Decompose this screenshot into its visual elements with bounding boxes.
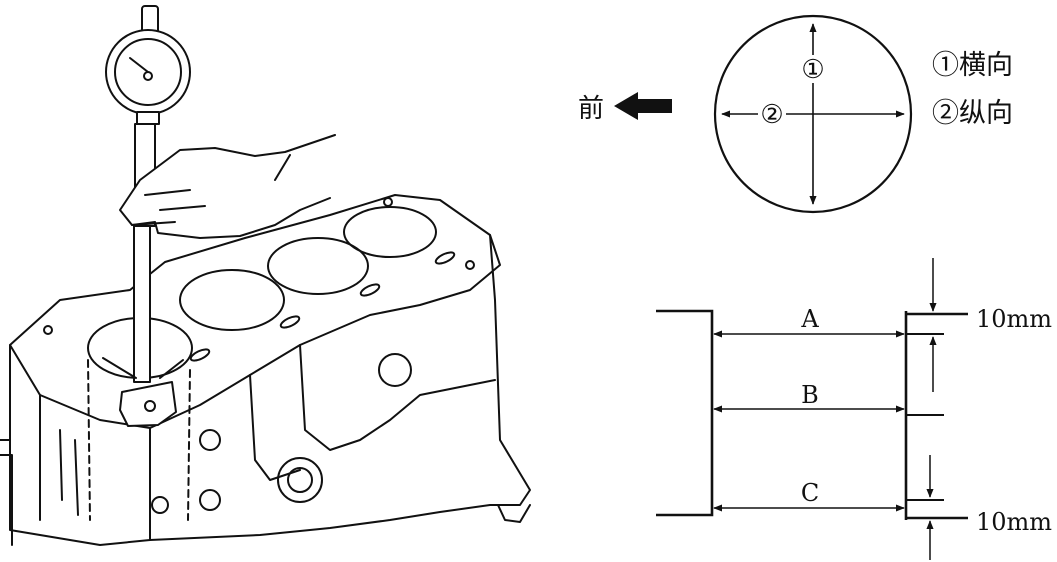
gauge-probe <box>102 357 184 379</box>
bolt-hole-1 <box>43 325 53 335</box>
position-label-a: A <box>800 305 819 333</box>
block-front-face <box>9 344 151 546</box>
hand-illustration <box>119 134 336 239</box>
front-label: 前 <box>578 94 604 124</box>
block-bolt-boss-1 <box>497 504 531 523</box>
legend-longitudinal: ②纵向 <box>932 98 1013 129</box>
side-port-4 <box>199 489 221 511</box>
bolt-hole-3 <box>465 260 475 270</box>
gauge-neck <box>136 111 160 125</box>
marker-2-bg <box>758 100 786 128</box>
bore-left-wall <box>656 309 714 517</box>
water-jacket-4 <box>434 251 456 265</box>
side-port-1 <box>277 457 323 503</box>
cylinder-bore-2 <box>179 269 285 331</box>
engine-block-illustration <box>0 194 531 546</box>
bore-hidden-line-1 <box>87 359 91 521</box>
side-port-2 <box>287 467 313 493</box>
position-label-b: B <box>801 381 819 409</box>
marker-1-bg <box>800 55 826 83</box>
hand-fingers <box>131 154 291 226</box>
bore-position-diagram: A B C 10mm 10mm <box>656 258 1052 560</box>
block-side-detail-2 <box>299 344 496 451</box>
side-port-6 <box>151 496 169 514</box>
legend-transverse: ①横向 <box>932 50 1013 81</box>
block-side-detail-1 <box>0 439 13 546</box>
gauge-shaft-lower <box>133 225 151 383</box>
water-jacket-2 <box>279 315 301 329</box>
dial-center <box>143 71 153 81</box>
position-label-c: C <box>801 479 819 507</box>
marker-1: ① <box>801 55 824 85</box>
bottom-offset-label: 10mm <box>976 508 1052 536</box>
gauge-head-screw <box>144 400 156 412</box>
dial-needle <box>129 57 149 73</box>
marker-2: ② <box>760 100 783 130</box>
side-port-3 <box>378 353 412 387</box>
water-jacket-3 <box>359 283 381 297</box>
cylinder-bore-3 <box>267 237 369 295</box>
water-jacket-1 <box>189 348 211 362</box>
bore-gauge <box>102 5 191 427</box>
cylinder-bore-4 <box>343 206 437 258</box>
measurement-direction-diagram: ① ② ①横向 ②纵向 <box>713 14 1013 214</box>
front-arrow-icon <box>614 92 672 120</box>
top-offset-label: 10mm <box>976 305 1052 333</box>
block-rib-2 <box>59 429 79 516</box>
front-direction-indicator: 前 <box>578 92 672 124</box>
cylinder-circle <box>713 14 913 214</box>
block-side-face <box>149 234 531 541</box>
side-port-5 <box>199 429 221 451</box>
bore-hidden-line-2 <box>187 369 191 521</box>
block-side-detail-3 <box>249 374 301 481</box>
bolt-hole-2 <box>383 197 393 207</box>
